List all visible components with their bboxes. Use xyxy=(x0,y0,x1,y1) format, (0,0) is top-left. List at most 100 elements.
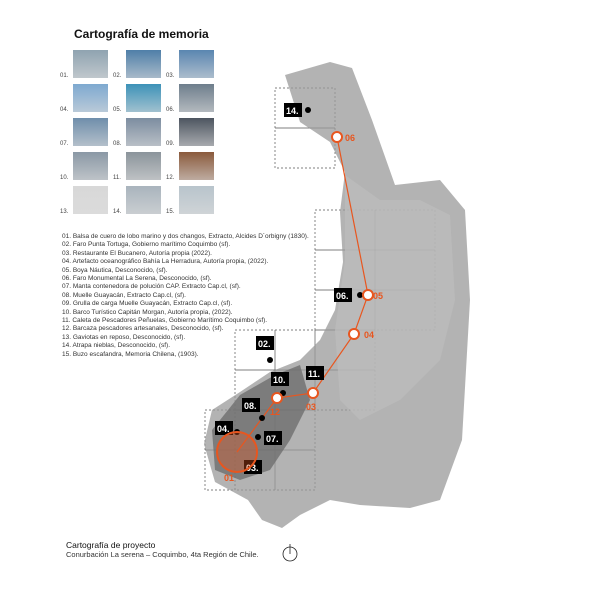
caption-item: 02. Faro Punta Tortuga, Gobierno marítim… xyxy=(62,241,231,249)
marker-label-bg xyxy=(334,288,352,302)
caption-item: 01. Balsa de cuero de lobo marino y dos … xyxy=(62,233,309,240)
thumbnail: 04. xyxy=(60,84,113,114)
thumbnail-image xyxy=(179,50,214,78)
thumbnail-image xyxy=(73,50,108,78)
north-arrow-icon xyxy=(282,544,298,562)
thumbnail: 12. xyxy=(166,152,219,182)
route-stop xyxy=(307,387,319,399)
thumbnail-number: 15. xyxy=(166,209,175,215)
thumbnail-number: 11. xyxy=(113,175,121,181)
thumbnail-image xyxy=(179,186,214,214)
marker-label: 14. xyxy=(286,106,299,116)
thumbnail: 03. xyxy=(166,50,219,80)
urban-area-north xyxy=(335,175,455,420)
marker-label: 07. xyxy=(266,434,279,444)
marker-label-bg xyxy=(244,460,262,474)
route-stop-label: 03 xyxy=(306,402,316,412)
thumbnail-image xyxy=(126,50,161,78)
route-stop-label: 12 xyxy=(270,407,280,417)
marker-label-bg xyxy=(284,103,302,117)
thumbnail-number: 12. xyxy=(166,175,175,181)
thumbnail-image xyxy=(126,152,161,180)
marker-label: 02. xyxy=(258,339,271,349)
thumbnail: 09. xyxy=(166,118,219,148)
thumbnail-image xyxy=(73,84,108,112)
thumbnail-number: 08. xyxy=(113,141,122,147)
thumbnail-image xyxy=(73,152,108,180)
marker-label-bg xyxy=(306,366,324,380)
caption-item: 08. Muelle Guayacán, Extracto Cap.cl, (s… xyxy=(62,291,186,299)
location-dot xyxy=(267,357,273,363)
marker-label: 04. xyxy=(217,424,230,434)
thumbnail-image xyxy=(126,84,161,112)
marker-label: 06. xyxy=(336,291,349,301)
thumbnail-number: 13. xyxy=(60,209,69,215)
route-stop xyxy=(348,328,360,340)
caption-item: 06. Faro Monumental La Serena, Desconoci… xyxy=(62,275,212,283)
thumbnail-number: 05. xyxy=(113,107,122,113)
thumbnail-number: 04. xyxy=(60,107,69,113)
thumbnail: 06. xyxy=(166,84,219,114)
footer: Cartografía de proyecto Conurbación La s… xyxy=(66,540,259,559)
marker-label-bg xyxy=(271,372,289,386)
thumbnail: 02. xyxy=(113,50,166,80)
thumbnail: 01. xyxy=(60,50,113,80)
route-line xyxy=(236,136,369,453)
caption-item: 05. Boya Náutica, Desconocido, (sf). xyxy=(62,266,168,274)
route-stop-label: 06 xyxy=(345,133,355,143)
marker-label-bg xyxy=(215,421,233,435)
origin-circle xyxy=(216,431,258,473)
thumbnail-number: 14. xyxy=(113,209,122,215)
marker-label-bg xyxy=(242,398,260,412)
caption-item: 03. Restaurante El Bucanero, Autoría pro… xyxy=(62,249,212,257)
page-title: Cartografía de memoria xyxy=(74,27,209,41)
thumbnail-image xyxy=(126,118,161,146)
caption-list: 01. Balsa de cuero de lobo marino y dos … xyxy=(62,233,309,359)
footer-subtitle: Conurbación La serena – Coquimbo, 4ta Re… xyxy=(66,550,259,559)
marker-label: 08. xyxy=(244,401,257,411)
thumbnail-image xyxy=(73,186,108,214)
thumbnail-grid: 01.02. 03. 04. 05. 06. 07. 08. 09. 10. 11. 12. 13. 1… xyxy=(60,50,220,216)
route-stop xyxy=(271,392,283,404)
thumbnail-image xyxy=(179,118,214,146)
location-dot xyxy=(255,434,261,440)
caption-item: 14. Atrapa nieblas, Desconocido, (sf). xyxy=(62,342,171,350)
thumbnail-number: 02. xyxy=(113,73,122,79)
location-dot xyxy=(357,292,363,298)
marker-label: 10. xyxy=(273,375,286,385)
footer-title: Cartografía de proyecto xyxy=(66,540,156,550)
location-dot xyxy=(305,107,311,113)
caption-item: 07. Manta contenedora de polución CAP. E… xyxy=(62,283,241,291)
thumbnail: 15. xyxy=(166,186,219,216)
thumbnail-number: 10. xyxy=(60,175,69,181)
thumbnail-number: 06. xyxy=(166,107,175,113)
thumbnail: 10. xyxy=(60,152,113,182)
route-stop-label: 01 xyxy=(224,473,234,483)
thumbnail-image xyxy=(179,84,214,112)
caption-item: 13. Gaviotas en reposo, Desconocido, (sf… xyxy=(62,333,186,341)
thumbnail-image xyxy=(73,118,108,146)
marker-label-bg xyxy=(256,336,274,350)
thumbnail-number: 09. xyxy=(166,141,175,147)
location-dot xyxy=(259,415,265,421)
thumbnail: 05. xyxy=(113,84,166,114)
route-stop-label: 04 xyxy=(364,330,374,340)
caption-item: 12. Barcaza pescadores artesanales, Desc… xyxy=(62,325,224,333)
thumbnail: 11. xyxy=(113,152,166,182)
thumbnail-image xyxy=(126,186,161,214)
caption-item: 09. Grulla de carga Muelle Guayacán, Ext… xyxy=(62,300,233,308)
route-stop xyxy=(331,131,343,143)
thumbnail: 07. xyxy=(60,118,113,148)
caption-item: 11. Caleta de Pescadores Peñuelas, Gobie… xyxy=(62,317,268,325)
marker-label: 03. xyxy=(246,463,259,473)
thumbnail-number: 07. xyxy=(60,141,69,147)
thumbnail: 14. xyxy=(113,186,166,216)
thumbnail: 08. xyxy=(113,118,166,148)
route-stop xyxy=(362,289,374,301)
caption-item: 15. Buzo escafandra, Memoria Chilena, (1… xyxy=(62,350,199,358)
thumbnail-image xyxy=(179,152,214,180)
marker-label-bg xyxy=(264,431,282,445)
caption-item: 10. Barco Turístico Capitán Morgan, Auto… xyxy=(62,308,233,316)
